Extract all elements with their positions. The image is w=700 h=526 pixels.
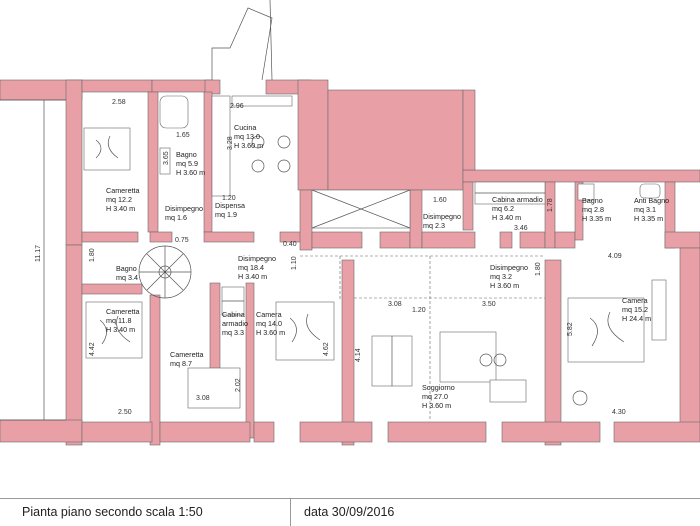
room-disimpegno2-area: mq 2.3 (423, 221, 445, 230)
room-dispensa-area: mq 1.9 (215, 210, 237, 219)
room-antibagno-name: Anti Bagno (634, 196, 669, 205)
room-disimpegno3-area: mq 18.4 (238, 263, 264, 272)
room-cabina2-area: mq 3.3 (222, 328, 244, 337)
room-cameretta1-height: H 3.40 m (106, 204, 135, 213)
room-disimpegno3-name: Disimpegno (238, 254, 276, 263)
dim-3-46: 3.46 (514, 225, 528, 232)
room-cucina-name: Cucina (234, 123, 256, 132)
room-camera2-name: Camera (256, 310, 282, 319)
dim-4-14: 4.14 (355, 348, 362, 362)
dim-1-65: 1.65 (176, 132, 190, 139)
room-disimpegno4-height: H 3.60 m (490, 281, 519, 290)
room-disimpegno3-height: H 3.40 m (238, 272, 267, 281)
room-bagno2-height: H 3.35 m (582, 214, 611, 223)
dim-3-65: 3.65 (163, 151, 170, 165)
room-disimpegno2-name: Disimpegno (423, 212, 461, 221)
title-block: Pianta piano secondo scala 1:50 data 30/… (0, 498, 700, 526)
room-camera2-area: mq 14.0 (256, 319, 282, 328)
room-antibagno-area: mq 3.1 (634, 205, 656, 214)
room-soggiorno-area: mq 27.0 (422, 392, 448, 401)
room-camera1-name: Camera (622, 296, 648, 305)
room-camera2-height: H 3.60 m (256, 328, 285, 337)
dim-2-96: 2.96 (230, 103, 244, 110)
room-cameretta2-area: mq 11.8 (106, 316, 131, 325)
walls (0, 79, 700, 446)
dim-1-60: 1.60 (433, 197, 447, 204)
dim-4-09: 4.09 (608, 253, 622, 260)
room-cabina1-name: Cabina armadio (492, 195, 543, 204)
room-soggiorno-name: Soggiorno (422, 383, 455, 392)
room-bagno2-area: mq 2.8 (582, 205, 604, 214)
dim-4-62: 4.62 (323, 342, 330, 356)
room-camera1-height: H 24.4 m (622, 314, 651, 323)
drawing-date: data 30/09/2016 (304, 505, 395, 519)
dim-1-80-a: 1.80 (89, 248, 96, 262)
dim-3-08-b: 3.08 (196, 395, 210, 402)
dim-2-58: 2.58 (112, 99, 126, 106)
room-cabina1-height: H 3.40 m (492, 213, 521, 222)
dimension-labels: 2.58 2.96 1.65 3.65 3.28 1.20 0.75 0.40 … (35, 99, 626, 416)
dim-5-82: 5.82 (567, 322, 574, 336)
room-cabina2-name: Cabina (222, 310, 245, 319)
room-bagno1-height: H 3.60 m (176, 168, 205, 177)
room-cameretta1-area: mq 12.2 (106, 195, 132, 204)
room-labels: Cucina mq 13.0 H 3.60 m Bagno mq 5.9 H 3… (106, 123, 669, 410)
room-cabina1-area: mq 6.2 (492, 204, 514, 213)
dim-2-50: 2.50 (118, 409, 132, 416)
room-cucina-height: H 3.60 m (234, 141, 263, 150)
room-disimpegno1-name: Disimpegno (165, 204, 203, 213)
dim-0-75: 0.75 (175, 237, 189, 244)
room-antibagno-height: H 3.35 m (634, 214, 663, 223)
room-disimpegno1-area: mq 1.6 (165, 213, 187, 222)
dim-1-10: 1.10 (291, 256, 298, 270)
dim-1-80-b: 1.80 (535, 262, 542, 276)
dim-2-02: 2.02 (235, 378, 242, 392)
room-bagno1-name: Bagno (176, 150, 197, 159)
room-disimpegno4-area: mq 3.2 (490, 272, 512, 281)
room-cameretta2-height: H 3.40 m (106, 325, 135, 334)
room-camera1-area: mq 15.2 (622, 305, 648, 314)
room-dispensa-name: Dispensa (215, 201, 245, 210)
dim-11-17: 11.17 (35, 245, 42, 262)
furniture (0, 95, 667, 421)
room-cameretta3-name: Cameretta (170, 350, 204, 359)
dim-4-42: 4.42 (89, 342, 96, 356)
dim-1-20-b: 1.20 (412, 307, 426, 314)
dim-3-08-a: 3.08 (388, 301, 402, 308)
room-cameretta1-name: Cameretta (106, 186, 140, 195)
balcony (211, 0, 273, 81)
dim-4-30: 4.30 (612, 409, 626, 416)
title-divider (290, 499, 291, 526)
room-cameretta2-name: Cameretta (106, 307, 140, 316)
room-bagno3-name: Bagno (116, 264, 137, 273)
dim-3-28: 3.28 (227, 136, 234, 150)
room-cabina2-sub: armadio (222, 319, 248, 328)
room-cucina-area: mq 13.0 (234, 132, 260, 141)
room-soggiorno-height: H 3.60 m (422, 401, 451, 410)
room-disimpegno4-name: Disimpegno (490, 263, 528, 272)
room-bagno3-area: mq 3.4 (116, 273, 138, 282)
dim-1-20: 1.20 (222, 195, 236, 202)
dim-0-40: 0.40 (283, 241, 297, 248)
room-cameretta3-area: mq 8.7 (170, 359, 192, 368)
drawing-title: Pianta piano secondo scala 1:50 (22, 505, 203, 519)
dim-1-78: 1.78 (547, 198, 554, 212)
room-bagno1-area: mq 5.9 (176, 159, 198, 168)
room-bagno2-name: Bagno (582, 196, 603, 205)
dim-3-50: 3.50 (482, 301, 496, 308)
